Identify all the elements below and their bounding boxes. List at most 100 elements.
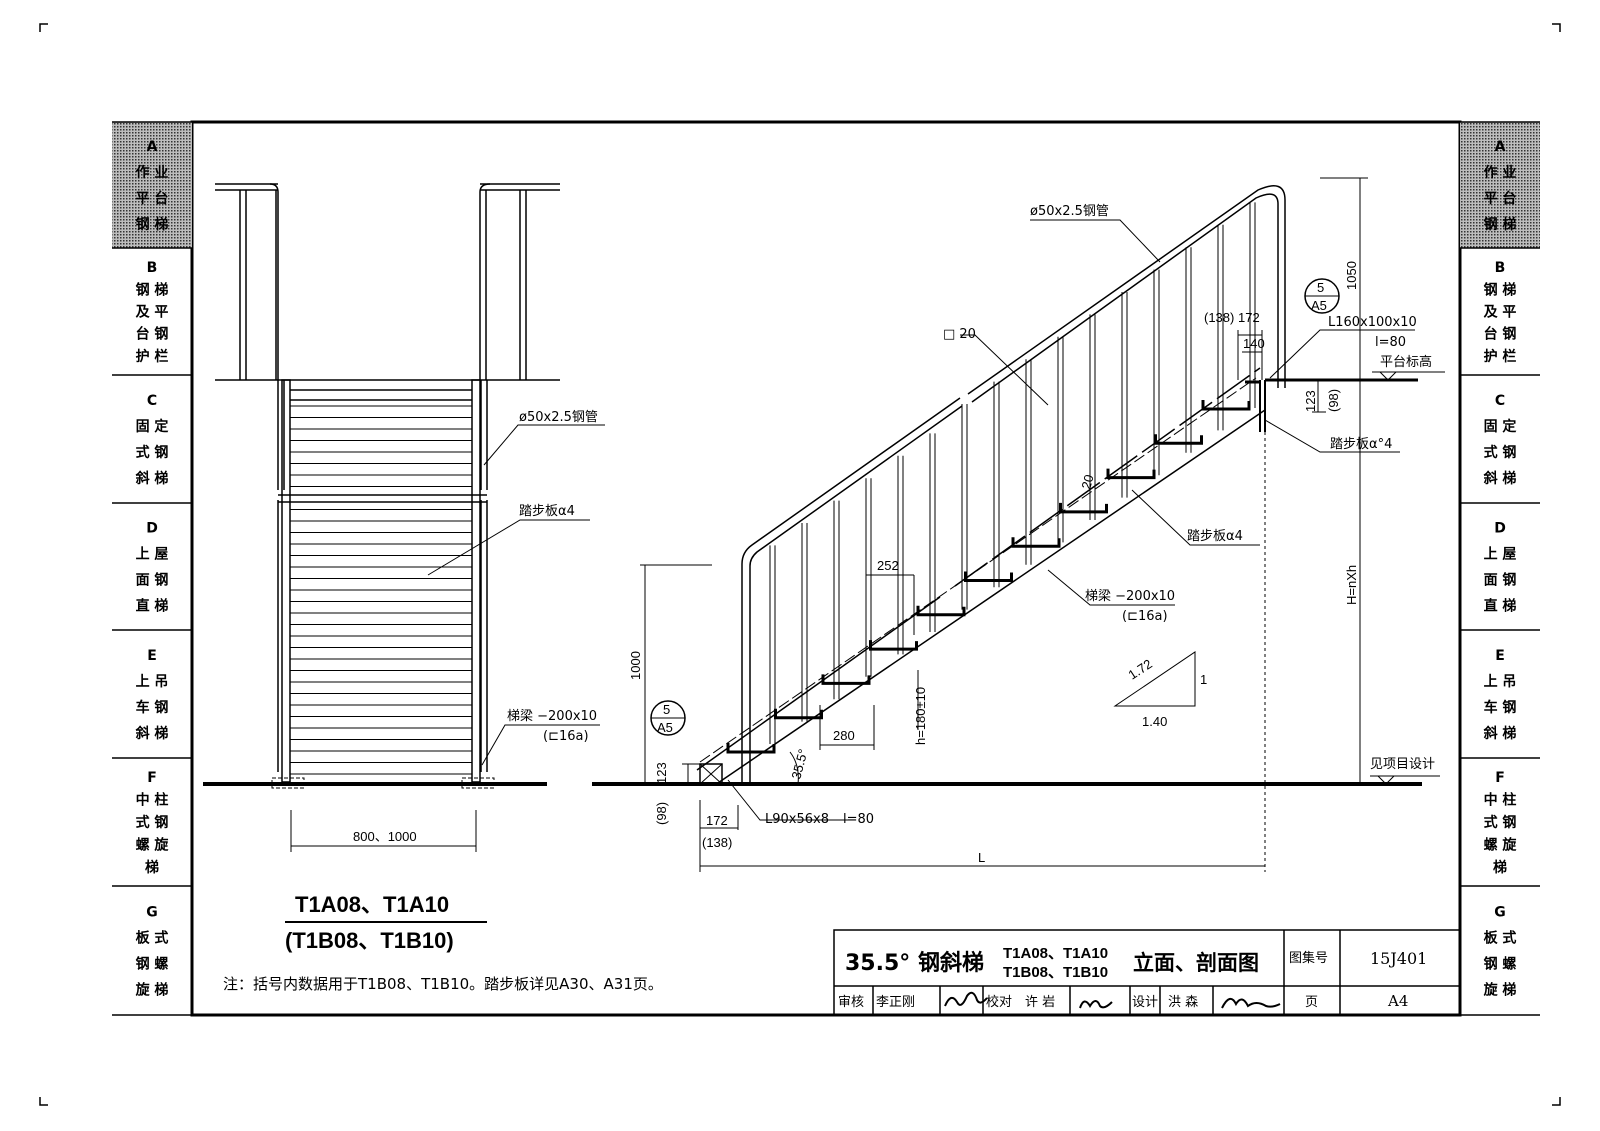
tab-g-line: 钢 螺 <box>136 956 169 973</box>
tab-b-line: 台 钢 <box>1484 326 1517 343</box>
side-angle-bot-len: l=80 <box>843 812 874 827</box>
title-codes-1: T1A08、T1A10 <box>1003 945 1108 962</box>
title-block <box>833 929 1461 1016</box>
tab-a-line: 作 业 <box>1484 164 1517 181</box>
tab-a-letter: A <box>147 139 158 155</box>
tab-d-line: 直 梯 <box>1484 598 1517 615</box>
design-name: 洪 森 <box>1168 995 1198 1010</box>
tab-d-line: 面 钢 <box>136 572 169 589</box>
atlas-label: 图集号 <box>1289 950 1328 966</box>
tab-b-line: 护 栏 <box>136 348 169 365</box>
crop-marks <box>39 23 1561 1106</box>
tab-g-line: 旋 梯 <box>135 982 169 999</box>
tab-f-line: 式 钢 <box>136 814 169 831</box>
side-site-label: 见项目设计 <box>1370 757 1435 772</box>
side-rail-height: 1000 <box>628 651 643 680</box>
tab-a-letter: A <box>1495 139 1506 155</box>
review-label: 审核 <box>838 995 864 1010</box>
side-tread <box>1106 468 1156 480</box>
drawing-frame <box>190 120 1462 1017</box>
detail-num-top: 5 <box>1317 280 1324 295</box>
tab-a-line: 平 台 <box>1484 190 1517 207</box>
tab-c-letter: C <box>147 393 157 409</box>
tab-f-line: 中 柱 <box>136 792 169 809</box>
check-label: 校对 <box>986 994 1012 1010</box>
title-main: 35.5° 钢斜梯 <box>845 950 984 976</box>
tab-f-letter: F <box>147 770 157 786</box>
check-name: 许 岩 <box>1025 995 1055 1010</box>
design-label: 设计 <box>1132 995 1158 1010</box>
side-tread-top-label: 踏步板α°4 <box>1330 437 1392 452</box>
tab-d-line: 面 钢 <box>1484 572 1517 589</box>
side-tread <box>774 708 823 720</box>
side-tread <box>964 571 1013 582</box>
code-line-1: T1A08、T1A10 <box>295 892 449 917</box>
tab-e-letter: E <box>1495 648 1505 664</box>
side-length-L: L <box>978 850 985 865</box>
side-beam-label-alt: (⊏16a) <box>1122 609 1168 624</box>
tab-c-line: 式 钢 <box>1484 444 1517 461</box>
side-tread <box>869 640 918 651</box>
tab-e-letter: E <box>147 648 157 664</box>
detail-num-bottom: 5 <box>663 702 670 717</box>
side-tread <box>916 605 966 617</box>
title-codes-2: T1B08、T1B10 <box>1003 964 1108 981</box>
side-pipe-label: ø50x2.5钢管 <box>1030 204 1109 219</box>
tab-c-line: 固 定 <box>1484 418 1517 435</box>
tab-d-letter: D <box>1494 521 1506 537</box>
tab-a-line: 作 业 <box>136 164 169 181</box>
tab-b-line: 钢 梯 <box>1484 281 1517 298</box>
tab-c-line: 固 定 <box>136 418 169 435</box>
tab-f-line: 螺 旋 <box>1484 836 1518 853</box>
tab-f-line: 螺 旋 <box>136 836 170 853</box>
tab-e-line: 上 吊 <box>1484 674 1517 690</box>
side-dim-98-bot: (98) <box>654 802 669 825</box>
tab-f-line: 梯 <box>1493 859 1507 876</box>
tab-d-letter: D <box>146 521 158 537</box>
tab-d-line: 上 屋 <box>1484 547 1517 563</box>
tab-c-letter: C <box>1495 393 1505 409</box>
left-tab-column: A作 业平 台钢 梯B钢 梯及 平台 钢护 栏C固 定式 钢斜 梯D上 屋面 钢… <box>112 121 192 1016</box>
front-tread-label: 踏步板α4 <box>519 504 575 519</box>
slope-vertical: 1 <box>1200 672 1207 687</box>
tab-g-line: 板 式 <box>136 930 169 947</box>
side-height-1050: 1050 <box>1344 261 1359 290</box>
front-beam-label-alt: (⊏16a) <box>543 729 589 744</box>
tab-g-line: 钢 螺 <box>1484 956 1517 973</box>
side-tread <box>1059 502 1108 514</box>
side-beam-label: 梯梁 −200x10 <box>1085 589 1175 604</box>
side-dim-172-bot: 172 <box>706 813 728 828</box>
drawing-note: 注：括号内数据用于T1B08、T1B10。踏步板详见A30、A31页。 <box>223 975 663 993</box>
side-tread <box>1201 400 1251 411</box>
atlas-value: 15J401 <box>1370 949 1427 968</box>
side-dim-280: 280 <box>833 728 855 743</box>
right-tab-column: A作 业平 台钢 梯B钢 梯及 平台 钢护 栏C固 定式 钢斜 梯D上 屋面 钢… <box>1460 121 1540 1016</box>
review-name: 李正刚 <box>876 995 915 1010</box>
tab-e-line: 车 钢 <box>1484 699 1517 716</box>
side-dim-123-top: 123 <box>1303 390 1318 412</box>
tab-a-line: 钢 梯 <box>136 216 169 233</box>
front-view <box>203 183 605 852</box>
side-tread <box>821 674 871 685</box>
side-square-label: □ 20 <box>943 327 976 342</box>
side-tread <box>1154 434 1203 445</box>
tab-b-line: 护 栏 <box>1484 348 1517 365</box>
side-dim-138-bot: (138) <box>702 835 732 850</box>
side-dim-123-bot: 123 <box>654 762 669 784</box>
side-tread-label: 踏步板α4 <box>1187 529 1243 544</box>
tab-g-line: 旋 梯 <box>1483 982 1517 999</box>
tab-c-line: 式 钢 <box>136 444 169 461</box>
tab-g-letter: G <box>146 905 158 921</box>
tab-f-letter: F <box>1495 770 1505 786</box>
side-height-total: H=nXh <box>1344 565 1359 605</box>
side-tread <box>726 743 776 754</box>
side-dim-138-top: (138) <box>1204 310 1234 325</box>
page-label: 页 <box>1305 995 1318 1010</box>
tab-f-line: 梯 <box>145 859 159 876</box>
tab-b-line: 台 钢 <box>136 326 169 343</box>
code-line-2: (T1B08、T1B10) <box>285 928 454 953</box>
side-view <box>592 177 1445 872</box>
side-angle-bot: L90x56x8 <box>765 812 829 827</box>
tab-e-line: 斜 梯 <box>1483 725 1517 742</box>
